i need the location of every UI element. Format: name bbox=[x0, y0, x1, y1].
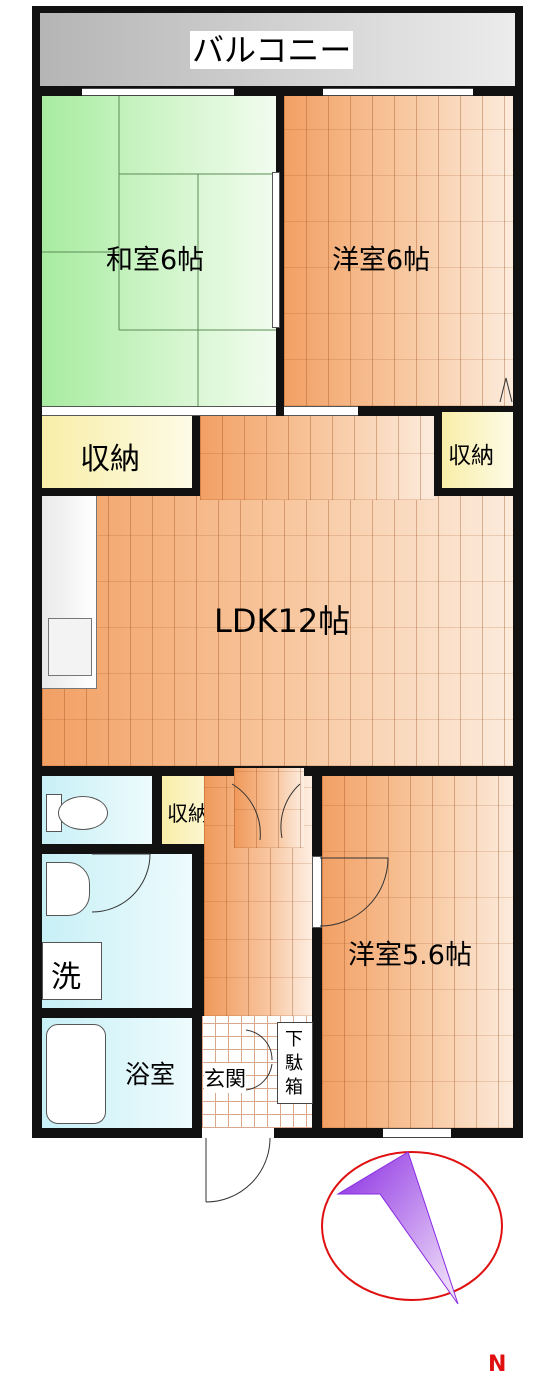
getabako-char-1: 下 bbox=[285, 1029, 303, 1050]
yoshitsu-bottom-label: 洋室5.6帖 bbox=[348, 940, 472, 971]
window-washitsu bbox=[82, 88, 234, 96]
room-yoshitsu-bottom bbox=[322, 776, 513, 1128]
ldk-label: LDK12帖 bbox=[214, 602, 351, 640]
hallway-upper bbox=[234, 768, 304, 848]
door-frame-yoshitsu-bottom bbox=[312, 856, 322, 928]
compass-north-label: N bbox=[488, 1352, 507, 1377]
washbasin bbox=[46, 862, 90, 916]
getabako-char-3: 箱 bbox=[285, 1077, 303, 1098]
compass-ring bbox=[321, 1151, 503, 1301]
entrance-opening bbox=[202, 1128, 274, 1138]
window-yoshitsu bbox=[323, 88, 473, 96]
bathtub bbox=[46, 1024, 106, 1124]
opening-yoshitsu-ldk bbox=[284, 406, 358, 416]
room-shuno-left bbox=[42, 416, 192, 488]
kitchen-sink bbox=[48, 618, 92, 676]
balcony: バルコニー bbox=[32, 6, 523, 92]
shuno-right-label: 収納 bbox=[448, 443, 494, 469]
kitchen-counter bbox=[42, 496, 97, 689]
yoshitsu-top-label: 洋室6帖 bbox=[332, 245, 431, 276]
getabako-char-2: 駄 bbox=[285, 1053, 303, 1074]
room-ldk bbox=[42, 496, 513, 766]
genkan-label: 玄関 bbox=[204, 1063, 246, 1093]
compass bbox=[321, 1151, 503, 1305]
room-ldk-upper bbox=[200, 416, 434, 500]
washitsu-label: 和室6帖 bbox=[106, 245, 205, 276]
washing-machine-space bbox=[42, 942, 102, 1000]
tatami-lines bbox=[42, 96, 276, 410]
balcony-label: バルコニー bbox=[190, 31, 354, 69]
yokushitsu-label: 浴室 bbox=[125, 1060, 176, 1089]
shuno-left-label: 収納 bbox=[80, 442, 140, 477]
sentaku-label: 洗 bbox=[51, 960, 81, 995]
sliding-door-washitsu[interactable] bbox=[272, 172, 280, 328]
toilet-bowl bbox=[58, 796, 108, 830]
getabako: 下 駄 箱 bbox=[277, 1022, 313, 1104]
room-yoshitsu-top bbox=[284, 96, 513, 406]
window-yoshitsu-bottom bbox=[383, 1128, 451, 1138]
shuno-small-label: 収納 bbox=[167, 802, 209, 826]
opening-washitsu-ldk bbox=[42, 406, 276, 416]
room-washitsu bbox=[42, 96, 276, 410]
compass-needle bbox=[336, 1151, 459, 1305]
room-shuno-right bbox=[442, 412, 513, 488]
